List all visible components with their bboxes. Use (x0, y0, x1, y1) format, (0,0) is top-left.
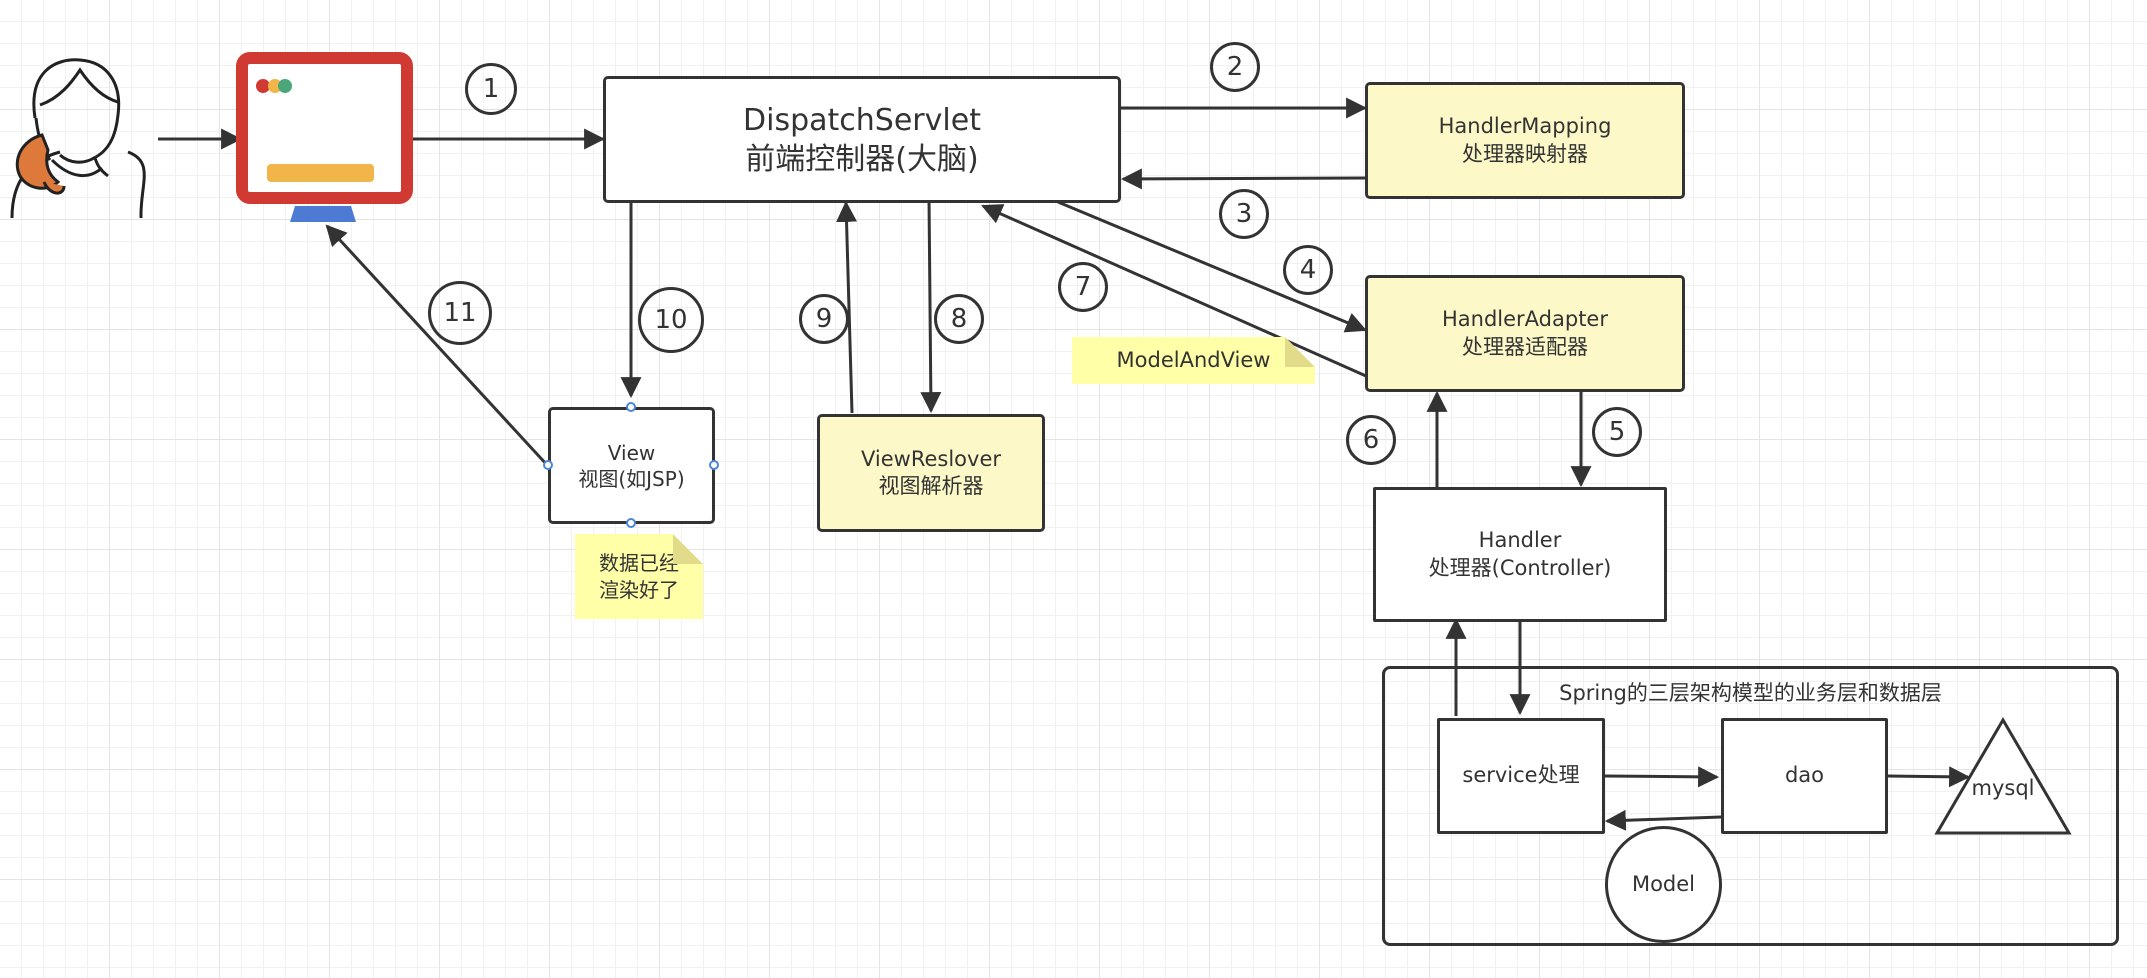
arrow-step-9 (836, 200, 858, 414)
handler-adapter-subtitle: 处理器适配器 (1462, 334, 1588, 359)
step-1-badge: 1 (465, 63, 517, 115)
dispatch-servlet-node[interactable]: DispatchServlet 前端控制器(大脑) (603, 76, 1121, 203)
mysql-shape (1934, 717, 2072, 835)
dispatch-servlet-subtitle: 前端控制器(大脑) (745, 141, 979, 177)
rendered-note-line-2: 渲染好了 (599, 577, 679, 602)
view-resolver-node[interactable]: ViewReslover 视图解析器 (817, 414, 1045, 532)
service-label: service处理 (1462, 763, 1580, 788)
step-11-badge: 11 (428, 281, 492, 345)
handler-title: Handler (1478, 528, 1562, 553)
step-5-badge: 5 (1592, 407, 1642, 457)
step-6-badge: 6 (1346, 415, 1396, 465)
dao-node[interactable]: dao (1721, 718, 1888, 834)
arrow-dao-to-service (1604, 809, 1722, 831)
handler-mapping-node[interactable]: HandlerMapping 处理器映射器 (1365, 82, 1685, 199)
arrow-service-to-dao (1603, 766, 1720, 788)
service-node[interactable]: service处理 (1437, 718, 1605, 834)
handler-subtitle: 处理器(Controller) (1428, 555, 1612, 580)
view-selection-handle-bottom[interactable] (626, 518, 636, 528)
handler-adapter-node[interactable]: HandlerAdapter 处理器适配器 (1365, 275, 1685, 392)
view-selection-handle-left[interactable] (543, 460, 553, 470)
handler-adapter-title: HandlerAdapter (1441, 307, 1608, 332)
handler-node[interactable]: Handler 处理器(Controller) (1373, 487, 1667, 622)
view-node[interactable]: View 视图(如JSP) (548, 407, 715, 524)
step-10-badge: 10 (638, 287, 704, 353)
step-2-badge: 2 (1210, 42, 1260, 92)
model-label: Model (1631, 871, 1696, 896)
user-hair-accent-icon (15, 133, 61, 190)
spring-group-title: Spring的三层架构模型的业务层和数据层 (1559, 681, 1942, 705)
arrow-dao-to-mysql (1887, 766, 1971, 788)
user-hair-curl (42, 181, 66, 195)
view-subtitle: 视图(如JSP) (578, 466, 685, 491)
rendered-note-line-1: 数据已经 (599, 550, 679, 575)
spring-layers-group[interactable]: Spring的三层架构模型的业务层和数据层 (1382, 666, 2119, 946)
view-title: View (607, 440, 656, 465)
step-7-badge: 7 (1058, 262, 1108, 312)
arrow-step-7 (981, 204, 1367, 378)
rendered-data-note[interactable]: 数据已经 渲染好了 (575, 534, 703, 619)
dao-label: dao (1784, 763, 1825, 788)
view-resolver-title: ViewReslover (860, 446, 1001, 471)
step-4-badge: 4 (1283, 245, 1333, 295)
model-and-view-note[interactable]: ModelAndView (1072, 337, 1315, 384)
handler-mapping-subtitle: 处理器映射器 (1462, 141, 1588, 166)
arrow-step-4 (1057, 200, 1367, 333)
mysql-label: mysql (1971, 776, 2035, 800)
view-selection-handle-right[interactable] (709, 460, 719, 470)
step-9-badge: 9 (799, 294, 849, 344)
arrow-step-3 (1120, 168, 1367, 190)
dispatch-servlet-title: DispatchServlet (743, 102, 981, 138)
browser-monitor-icon (236, 52, 413, 222)
handler-mapping-title: HandlerMapping (1438, 114, 1612, 139)
view-resolver-subtitle: 视图解析器 (878, 474, 984, 498)
step-8-badge: 8 (934, 294, 984, 344)
arrow-step-11 (325, 224, 550, 468)
step-3-badge: 3 (1219, 189, 1269, 239)
model-node[interactable]: Model (1605, 826, 1722, 943)
view-selection-handle-top[interactable] (626, 402, 636, 412)
arrow-step-8 (920, 197, 942, 414)
model-and-view-label: ModelAndView (1116, 348, 1271, 373)
